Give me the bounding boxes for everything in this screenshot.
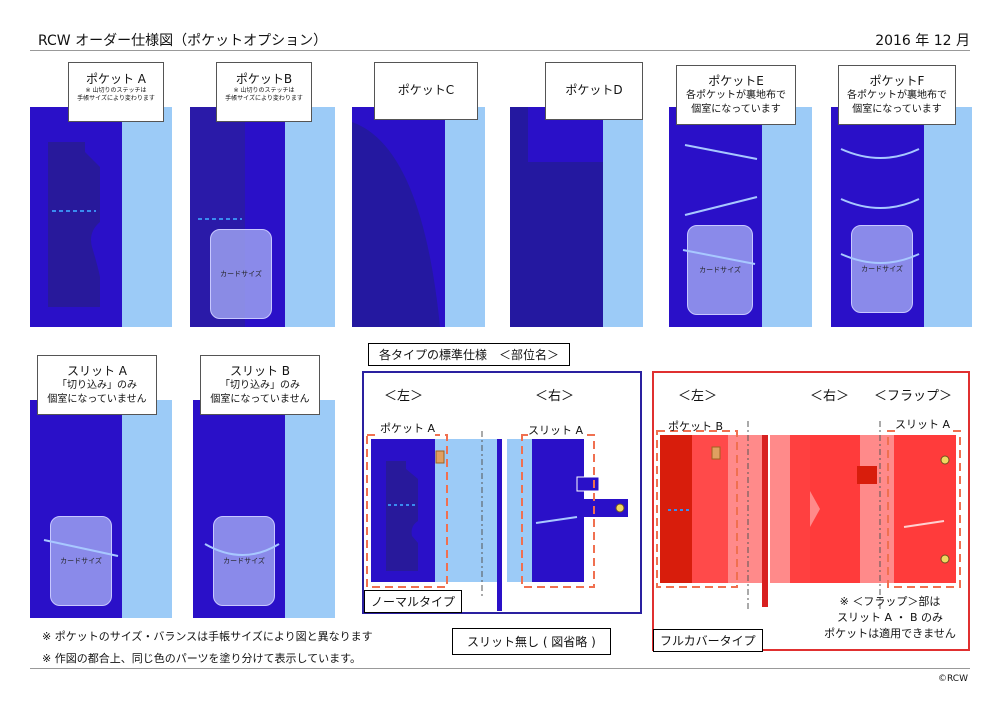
- full-cover-type-label: フルカバータイプ: [653, 629, 763, 652]
- card-size-area: カードサイズ: [213, 516, 275, 606]
- normal-type-box: [362, 371, 642, 614]
- full-cover-diagram: [656, 421, 961, 611]
- normal-slit-label: スリット A: [528, 422, 584, 438]
- pocket-c-shape: [352, 122, 440, 327]
- standard-spec-title: 各タイプの標準仕様 ＜部位名＞: [368, 343, 571, 366]
- normal-type-diagram: [366, 431, 628, 611]
- pocket-e-label: ポケットE 各ポケットが裏地布で 個室になっています: [676, 65, 796, 125]
- slit-a-panel: カードサイズ: [30, 400, 172, 618]
- fullcover-pocket-label: ポケット B: [668, 420, 724, 433]
- fullcover-note: ※ ＜フラップ＞部は スリット A ・ B のみ ポケットは適用できません: [815, 594, 965, 642]
- pocket-e-line: [682, 249, 756, 265]
- slit-b-line: [204, 543, 280, 556]
- slit-a-label: スリット A 「切り込み」のみ 個室になっていません: [37, 355, 157, 415]
- slit-b-panel: カードサイズ: [193, 400, 335, 618]
- pocket-e-shape: [684, 144, 758, 216]
- normal-left-heading: ＜左＞: [384, 389, 424, 404]
- pocket-f-label: ポケットF 各ポケットが裏地布で 個室になっています: [838, 65, 956, 125]
- normal-right-heading: ＜右＞: [535, 389, 575, 404]
- card-size-area: カードサイズ: [851, 225, 913, 313]
- pocket-d-shape: [510, 107, 603, 327]
- page-title: RCW オーダー仕様図（ポケットオプション）: [38, 33, 328, 49]
- pocket-f-shape: [840, 148, 920, 209]
- slit-a-line: [43, 539, 119, 557]
- card-size-area: カードサイズ: [210, 229, 272, 319]
- pocket-d-panel: [510, 107, 643, 327]
- pocket-f-panel: カードサイズ: [831, 107, 972, 327]
- fullcover-note-line: ポケットは適用できません: [824, 627, 956, 640]
- fullcover-right-heading: ＜右＞: [810, 389, 850, 404]
- pocket-d-label: ポケットD: [545, 62, 643, 120]
- fullcover-slit-label: スリット A: [895, 416, 951, 432]
- pocket-a-shape: [48, 142, 100, 307]
- pocket-e-panel: カードサイズ: [669, 107, 812, 327]
- normal-type-label: ノーマルタイプ: [364, 590, 463, 613]
- pocket-c-label: ポケットC: [374, 62, 478, 120]
- pocket-c-panel: [352, 107, 485, 327]
- copyright: ©RCW: [938, 674, 968, 684]
- fullcover-note-line: ※ ＜フラップ＞部は: [839, 595, 941, 608]
- note-size-balance: ※ ポケットのサイズ・バランスは手帳サイズにより図と異なります: [42, 630, 373, 643]
- normal-pocket-label: ポケット A: [380, 420, 436, 436]
- no-slit-label: スリット無し ( 図省略 ): [452, 628, 611, 655]
- card-size-area: カードサイズ: [687, 225, 753, 315]
- fullcover-flap-heading: ＜フラップ＞: [874, 389, 953, 404]
- full-cover-box: [652, 371, 970, 651]
- pocket-a-label: ポケット A ※ 山切りのステッチは 手帳サイズにより変わります: [68, 62, 164, 122]
- card-size-area: カードサイズ: [50, 516, 112, 606]
- pocket-f-line: [840, 253, 920, 264]
- pocket-b-label: ポケットB ※ 山切りのステッチは 手帳サイズにより変わります: [216, 62, 312, 122]
- slit-b-label: スリット B 「切り込み」のみ 個室になっていません: [200, 355, 320, 415]
- pocket-a-panel: [30, 107, 172, 327]
- page-date: 2016 年 12 月: [875, 33, 970, 49]
- fullcover-note-line: スリット A ・ B のみ: [836, 611, 944, 624]
- fullcover-left-heading: ＜左＞: [678, 389, 718, 404]
- pocket-b-panel: カードサイズ: [190, 107, 335, 327]
- footer-divider: [30, 668, 970, 669]
- header-divider: [30, 50, 970, 51]
- note-color-parts: ※ 作図の都合上、同じ色のパーツを塗り分けて表示しています。: [42, 652, 362, 665]
